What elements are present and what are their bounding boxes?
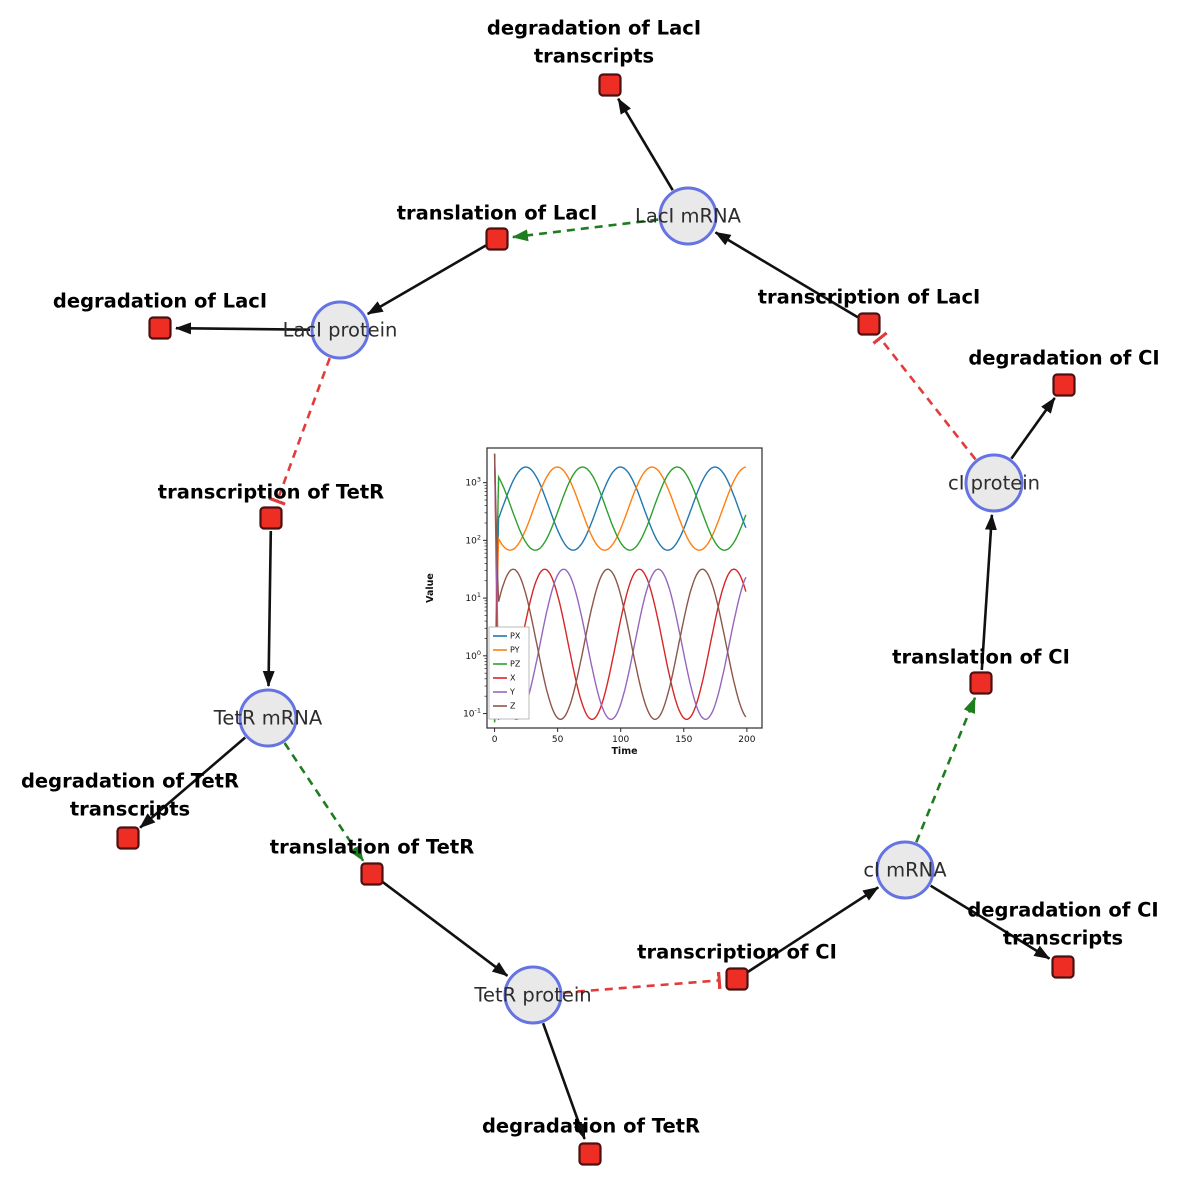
species-node-laci_protein — [310, 300, 370, 360]
edge-arrow-laci_mrna-deg_laci_tx — [617, 97, 674, 191]
chart-series-PZ — [493, 466, 747, 723]
chart-x-tick-label: 0 — [492, 735, 498, 745]
chart-y-tick-label: 101 — [465, 591, 481, 604]
reaction-label-deg_tetr_tx-line1: degradation of TetR — [21, 770, 239, 793]
reaction-node-transl_tetr — [360, 862, 384, 886]
chart-y-tick-label: 100 — [465, 649, 481, 662]
reaction-node-deg_laci — [148, 316, 172, 340]
species-label-tetr_mrna: TetR mRNA — [213, 707, 323, 730]
chart-legend-label-X: X — [510, 674, 516, 683]
edge-arrow-ci_protein-deg_ci — [1010, 397, 1056, 460]
reaction-label-transl_laci-line1: translation of LacI — [397, 202, 598, 225]
reaction-node-deg_laci_tx — [598, 73, 622, 97]
species-node-tetr_protein — [503, 965, 563, 1025]
reaction-label-transl_ci-line1: translation of CI — [892, 646, 1070, 669]
edge-arrow-tetr_mrna-deg_tetr_tx — [139, 736, 247, 829]
species-node-laci_mrna — [658, 186, 718, 246]
chart-y-tick-label: 102 — [465, 533, 481, 546]
edge-arrow-transl_ci-ci_protein — [980, 513, 997, 671]
species-node-tetr_mrna — [238, 688, 298, 748]
species-node-ci_protein — [964, 453, 1024, 513]
reaction-label-deg_laci_tx-line2: transcripts — [534, 45, 654, 68]
edge-inhibition-ci_protein-txn_laci — [880, 338, 977, 461]
edge-layer — [139, 97, 1056, 1140]
edge-inhibition-tetr_protein-txn_ci — [562, 980, 719, 994]
reaction-layer — [116, 73, 1076, 1166]
reaction-label-deg_ci_tx-line1: degradation of CI — [967, 899, 1158, 922]
species-layer — [238, 186, 1024, 1025]
species-node-ci_mrna — [875, 840, 935, 900]
reaction-label-txn_ci-line1: transcription of CI — [637, 941, 837, 964]
edge-arrow-txn_ci-ci_mrna — [747, 886, 880, 973]
reaction-node-deg_ci — [1052, 373, 1076, 397]
reaction-label-txn_tetr-line1: transcription of TetR — [158, 481, 384, 504]
edge-arrow-transl_tetr-tetr_protein — [381, 880, 509, 977]
edge-modifier-tetr_mrna-transl_tetr — [283, 742, 365, 862]
edge-arrow-tetr_protein-deg_tetr — [541, 1022, 586, 1140]
reaction-node-txn_ci — [725, 967, 749, 991]
species-label-ci_mrna: cI mRNA — [863, 859, 947, 882]
reaction-node-transl_ci — [969, 671, 993, 695]
chart-x-axis-label: Time — [611, 746, 637, 757]
reaction-label-transl_tetr-line1: translation of TetR — [270, 836, 474, 859]
edge-inhibition-laci_protein-txn_tetr — [277, 357, 331, 501]
edge-arrow-laci_protein-deg_laci — [175, 322, 311, 335]
chart-series-X — [493, 453, 747, 721]
chart-y-axis-label: Value — [425, 573, 436, 603]
species-label-ci_protein: cI protein — [948, 472, 1040, 495]
chart-x-tick-label: 200 — [738, 735, 755, 745]
reaction-node-txn_tetr — [259, 506, 283, 530]
reaction-label-txn_laci-line1: transcription of LacI — [758, 286, 981, 309]
chart-x-tick-label: 100 — [612, 735, 629, 745]
chart-series-PX — [493, 466, 747, 723]
chart-legend-label-Y: Y — [509, 688, 515, 697]
chart-legend-label-PY: PY — [510, 646, 520, 655]
reaction-label-deg_ci_tx-line2: transcripts — [1003, 927, 1123, 950]
chart-legend-label-Z: Z — [510, 702, 516, 711]
chart-legend-label-PX: PX — [510, 632, 521, 641]
edge-arrow-transl_laci-laci_protein — [366, 244, 487, 316]
chart-series-Y — [493, 453, 747, 721]
species-label-laci_mrna: LacI mRNA — [635, 205, 742, 228]
edge-arrow-ci_mrna-deg_ci_tx — [929, 884, 1051, 960]
reaction-label-deg_laci-line1: degradation of LacI — [53, 290, 267, 313]
species-label-laci_protein: LacI protein — [283, 319, 398, 342]
chart-legend-box — [488, 626, 530, 720]
species-label-tetr_protein: TetR protein — [473, 984, 591, 1007]
reaction-node-transl_laci — [485, 227, 509, 251]
edge-arrow-txn_laci-laci_mrna — [714, 231, 859, 319]
chart-x-tick-label: 150 — [675, 735, 692, 745]
reaction-node-deg_tetr — [578, 1142, 602, 1166]
chart-x-tick-label: 50 — [552, 735, 564, 745]
reaction-node-txn_laci — [857, 312, 881, 336]
reaction-node-deg_tetr_tx — [116, 826, 140, 850]
chart-y-tick-label: 103 — [465, 476, 481, 489]
reaction-label-deg_tetr_tx-line2: transcripts — [70, 798, 190, 821]
reaction-label-deg_tetr-line1: degradation of TetR — [482, 1115, 700, 1138]
chart-legend: PX PY PZ XYZ — [488, 626, 530, 720]
reaction-label-deg_ci-line1: degradation of CI — [968, 347, 1159, 370]
reaction-node-deg_ci_tx — [1051, 955, 1075, 979]
edge-modifier-laci_mrna-transl_laci — [511, 218, 659, 242]
chart-series-PY — [493, 466, 747, 723]
chart-y-tick-label: 10-1 — [463, 707, 481, 720]
chart-legend-label-PZ: PZ — [510, 660, 521, 669]
edge-modifier-ci_mrna-transl_ci — [915, 696, 977, 843]
chart-series-Z — [493, 453, 747, 721]
reaction-label-deg_laci_tx-line1: degradation of LacI — [487, 17, 701, 40]
edge-arrow-txn_tetr-tetr_mrna — [262, 530, 275, 687]
chart-spines — [486, 447, 763, 729]
